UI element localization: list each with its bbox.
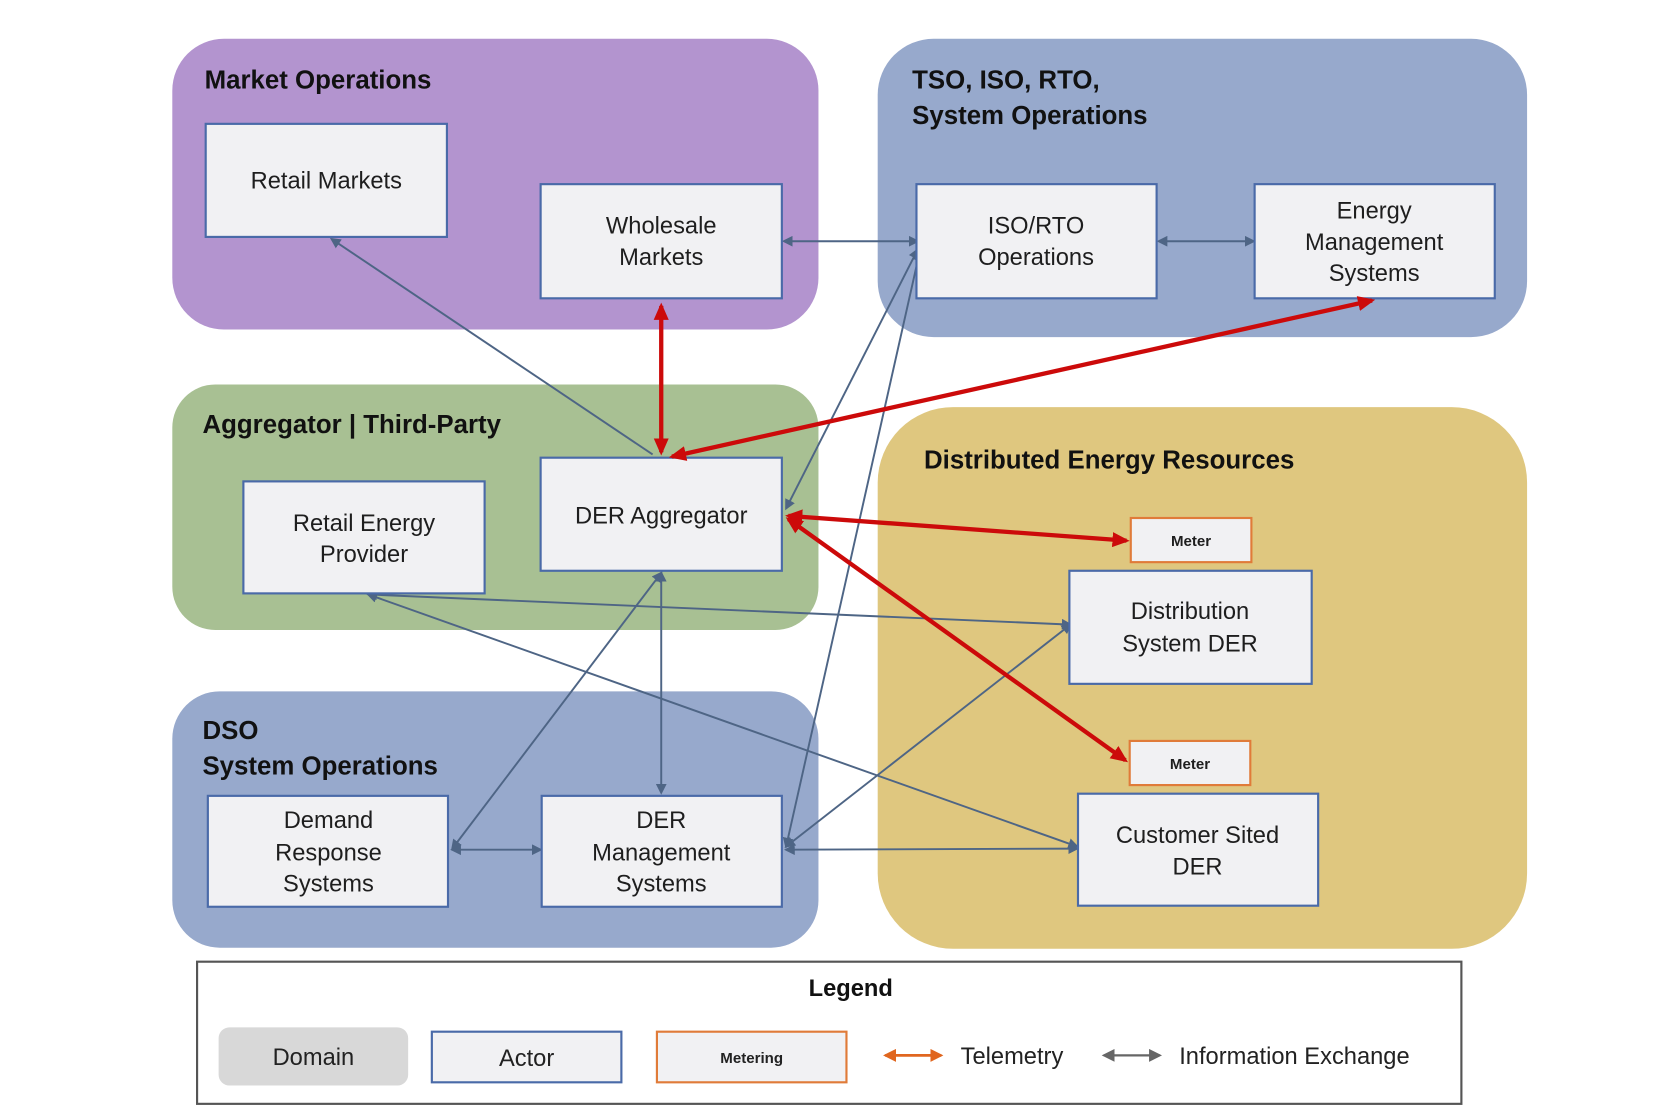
legend-item-metering: Metering xyxy=(655,1030,848,1084)
connector-derms-customer-der xyxy=(784,843,1080,856)
domain-title-line-1: DSO xyxy=(202,717,258,745)
legend-actor-label: Actor xyxy=(499,1046,554,1072)
meter-box xyxy=(1128,739,1252,787)
telemetry-aggregator-meter-2 xyxy=(785,517,1129,763)
legend-metering-swatch xyxy=(655,1030,848,1084)
telemetry-connections xyxy=(653,296,1376,763)
actor-label-line-1: Wholesale xyxy=(606,214,717,240)
actor-label-line-1: Customer Sited xyxy=(1116,823,1279,849)
actor-box xyxy=(915,183,1158,300)
actor-label-line-2: DER xyxy=(1173,854,1223,880)
legend-info-exchange-label: Information Exchange xyxy=(1179,1044,1409,1070)
meter-distribution-der[interactable]: Meter xyxy=(1129,516,1253,564)
actor-label-line-2: Response xyxy=(275,840,382,866)
actor-energy-management-systems[interactable]: Energy Management Systems xyxy=(1253,183,1496,300)
actor-label-line-1: Demand xyxy=(284,808,374,834)
actor-box xyxy=(242,480,486,595)
actor-box xyxy=(539,183,783,300)
legend-domain-swatch xyxy=(218,1027,409,1086)
legend-item-domain: Domain xyxy=(218,1027,409,1086)
actor-iso-rto-operations[interactable]: ISO/RTO Operations xyxy=(915,183,1158,300)
actor-demand-response-systems[interactable]: Demand Response Systems xyxy=(206,794,450,908)
legend-metering-label: Metering xyxy=(720,1050,783,1067)
actor-label: Retail Markets xyxy=(251,168,402,194)
domain-title: Aggregator | Third-Party xyxy=(202,411,501,439)
meter-label: Meter xyxy=(1170,756,1210,773)
meter-box xyxy=(1129,516,1253,564)
actor-box xyxy=(1076,792,1320,907)
actor-label-line-3: Systems xyxy=(283,872,374,898)
actor-label-line-1: DER xyxy=(636,808,686,834)
actor-label-line-1: Retail Energy xyxy=(293,511,435,537)
actor-label-line-1: Distribution xyxy=(1131,599,1249,625)
actor-label-line-2: System DER xyxy=(1122,632,1258,658)
domain-title-line-1: TSO, ISO, RTO, xyxy=(912,66,1100,94)
legend-item-telemetry: Telemetry xyxy=(883,1044,1064,1070)
meter-label: Meter xyxy=(1171,533,1211,550)
actor-label-line-2: Management xyxy=(592,840,731,866)
actor-label-line-1: Energy xyxy=(1337,199,1412,225)
actor-der-management-systems[interactable]: DER Management Systems xyxy=(540,794,783,908)
actor-retail-energy-provider[interactable]: Retail Energy Provider xyxy=(242,480,486,595)
legend-telemetry-label: Telemetry xyxy=(961,1044,1064,1070)
actor-retail-markets[interactable]: Retail Markets xyxy=(204,122,448,238)
actor-label-line-2: Operations xyxy=(978,245,1094,271)
actor-label-line-2: Markets xyxy=(619,245,703,271)
actor-label: DER Aggregator xyxy=(575,503,748,529)
actor-customer-sited-der[interactable]: Customer Sited DER xyxy=(1076,792,1320,907)
legend-item-information-exchange: Information Exchange xyxy=(1101,1044,1410,1070)
actor-box xyxy=(206,794,450,908)
actor-label-line-3: Systems xyxy=(616,872,707,898)
actor-label-line-2: Management xyxy=(1305,230,1444,256)
connector-aggregator-retail-markets xyxy=(329,237,654,456)
actor-box xyxy=(1253,183,1496,300)
meter-customer-der[interactable]: Meter xyxy=(1128,739,1252,787)
domain-title-line-2: System Operations xyxy=(202,752,437,780)
legend-item-actor: Actor xyxy=(430,1030,623,1084)
actor-box xyxy=(1068,569,1313,685)
actor-box xyxy=(540,794,783,908)
legend-actor-swatch xyxy=(430,1030,623,1084)
actor-der-aggregator[interactable]: DER Aggregator xyxy=(539,456,783,572)
actor-label-line-3: Systems xyxy=(1329,261,1420,287)
connector-retail-energy-customer-der xyxy=(366,592,1079,849)
actor-label-line-2: Provider xyxy=(320,542,408,568)
actor-box xyxy=(539,456,783,572)
actor-wholesale-markets[interactable]: Wholesale Markets xyxy=(539,183,783,300)
legend: Legend Domain Actor Metering Telemetry I… xyxy=(196,960,1463,1105)
domain-title: Market Operations xyxy=(205,66,432,94)
legend-title: Legend xyxy=(809,976,893,1002)
actor-distribution-system-der[interactable]: Distribution System DER xyxy=(1068,569,1313,685)
legend-domain-label: Domain xyxy=(273,1045,355,1071)
domain-title-line-2: System Operations xyxy=(912,102,1147,130)
domain-title: Distributed Energy Resources xyxy=(924,446,1294,474)
actor-label-line-1: ISO/RTO xyxy=(988,214,1085,240)
actor-box xyxy=(204,122,448,238)
telemetry-aggregator-ems xyxy=(668,296,1376,461)
